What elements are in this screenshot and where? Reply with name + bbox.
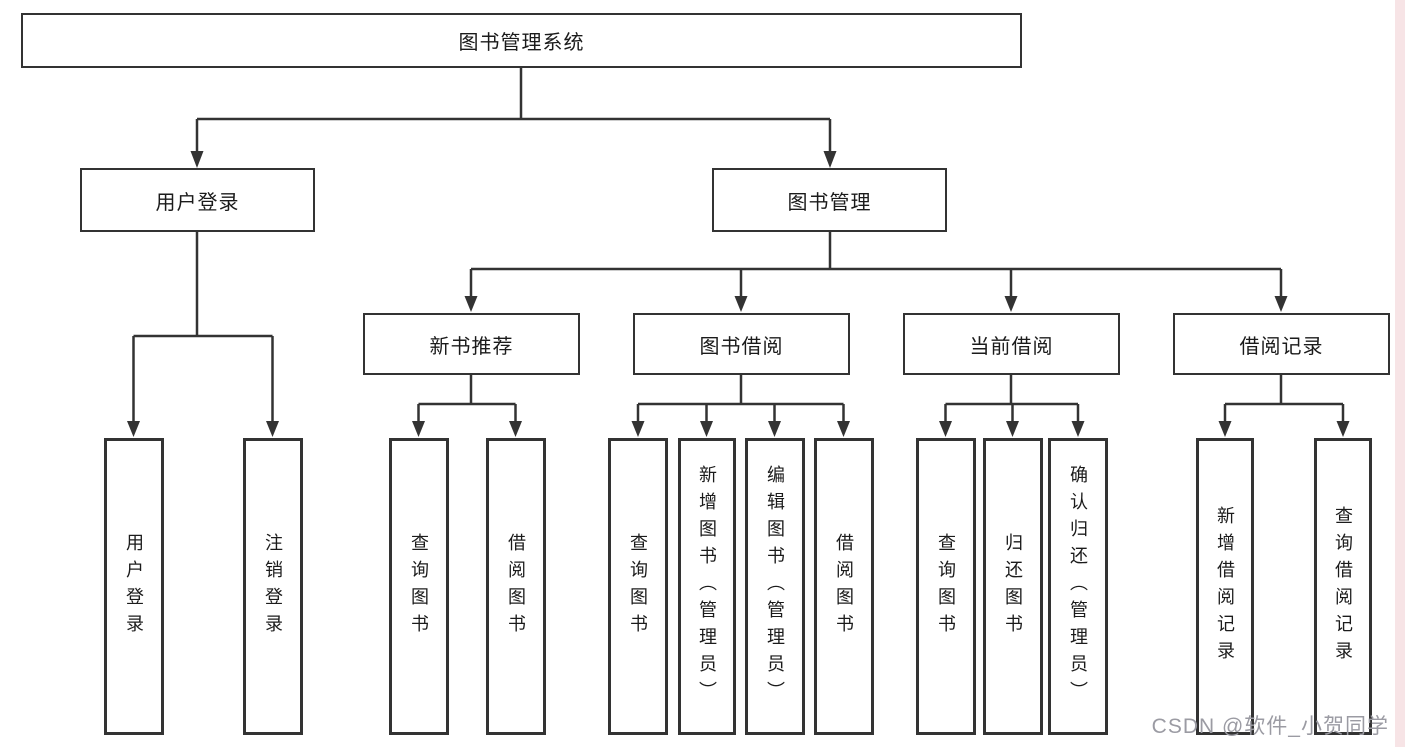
node-label: 新增图书（管理员）: [697, 465, 717, 708]
node-new-book-recommend: 新书推荐: [363, 313, 580, 375]
node-label: 查询图书: [936, 532, 956, 641]
node-label: 归还图书: [1003, 532, 1023, 641]
leaf-confirm-return-admin: 确认归还（管理员）: [1048, 438, 1108, 735]
right-edge-strip: [1395, 0, 1405, 747]
arrowhead-icons: [127, 151, 1350, 437]
leaf-query-borrow-record: 查询借阅记录: [1314, 438, 1372, 735]
leaf-borrow-books-2: 借阅图书: [814, 438, 874, 735]
node-label: 借阅记录: [1239, 335, 1324, 358]
node-borrow-records: 借阅记录: [1173, 313, 1390, 375]
node-label: 确认归还（管理员）: [1068, 465, 1088, 708]
node-current-borrowing: 当前借阅: [903, 313, 1120, 375]
node-label: 查询借阅记录: [1333, 505, 1353, 668]
node-user-login: 用户登录: [80, 168, 315, 232]
leaf-logout: 注销登录: [243, 438, 303, 735]
leaf-user-login: 用户登录: [104, 438, 164, 735]
node-book-management: 图书管理: [712, 168, 947, 232]
node-library-management-system: 图书管理系统: [21, 13, 1022, 68]
node-label: 图书管理: [787, 191, 872, 214]
node-label: 新增借阅记录: [1215, 505, 1235, 668]
node-label: 图书借阅: [699, 335, 784, 358]
leaf-query-books-1: 查询图书: [389, 438, 449, 735]
node-label: 用户登录: [155, 191, 240, 214]
node-label: 用户登录: [124, 532, 144, 641]
leaf-edit-books-admin: 编辑图书（管理员）: [745, 438, 805, 735]
leaf-query-books-2: 查询图书: [608, 438, 668, 735]
node-label: 新书推荐: [429, 335, 514, 358]
leaf-return-books: 归还图书: [983, 438, 1043, 735]
node-label: 借阅图书: [834, 532, 854, 641]
leaf-add-borrow-record: 新增借阅记录: [1196, 438, 1254, 735]
node-label: 查询图书: [409, 532, 429, 641]
node-label: 编辑图书（管理员）: [765, 465, 785, 708]
node-book-borrowing: 图书借阅: [633, 313, 850, 375]
node-label: 图书管理系统: [458, 32, 585, 54]
node-label: 当前借阅: [969, 335, 1054, 358]
leaf-add-books-admin: 新增图书（管理员）: [678, 438, 736, 735]
csdn-watermark: CSDN @软件_小贺同学: [1151, 715, 1389, 738]
node-label: 借阅图书: [506, 532, 526, 641]
node-label: 查询图书: [628, 532, 648, 641]
leaf-query-books-3: 查询图书: [916, 438, 976, 735]
leaf-borrow-books-1: 借阅图书: [486, 438, 546, 735]
node-label: 注销登录: [263, 532, 283, 641]
